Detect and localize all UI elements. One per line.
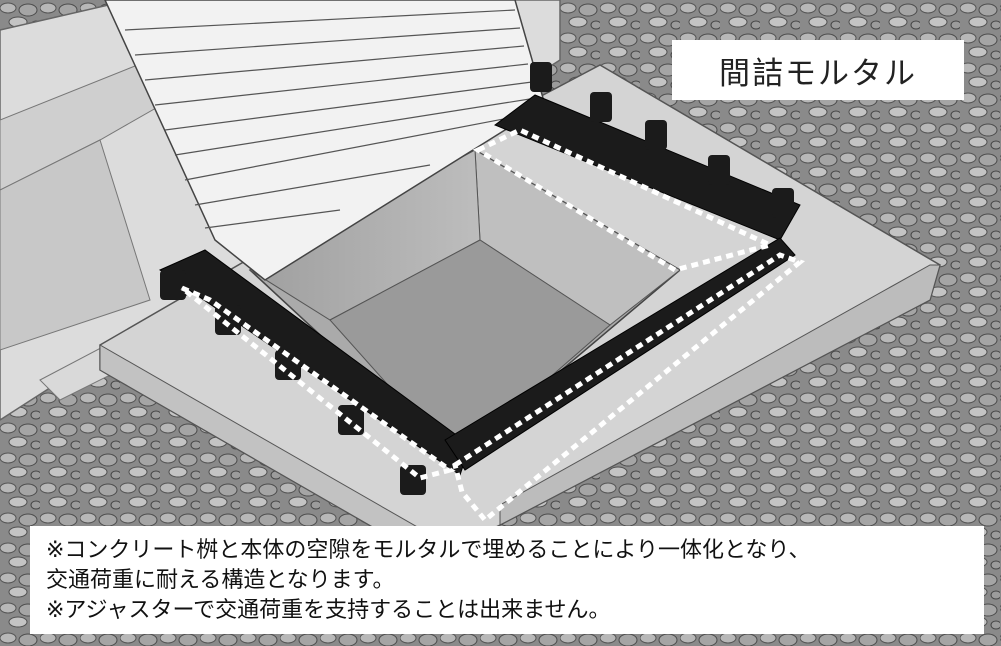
note-line-1: ※コンクリート桝と本体の空隙をモルタルで埋めることにより一体化となり、 bbox=[46, 538, 811, 563]
mortar-callout-box: 間詰モルタル bbox=[672, 40, 964, 100]
mortar-gap-outline-back bbox=[472, 127, 778, 273]
mortar-gap-outline-right bbox=[452, 252, 806, 524]
notes-box: ※コンクリート桝と本体の空隙をモルタルで埋めることにより一体化となり、 交通荷重… bbox=[30, 526, 984, 634]
note-line-3: ※アジャスターで交通荷重を支持することは出来ません。 bbox=[46, 598, 611, 623]
mortar-gap-outline-front bbox=[180, 285, 456, 481]
note-line-2: 交通荷重に耐える構造となります。 bbox=[46, 568, 395, 593]
mortar-callout-label: 間詰モルタル bbox=[719, 55, 917, 92]
grating-lid bbox=[104, 0, 546, 281]
frame-back-rail bbox=[493, 94, 801, 241]
